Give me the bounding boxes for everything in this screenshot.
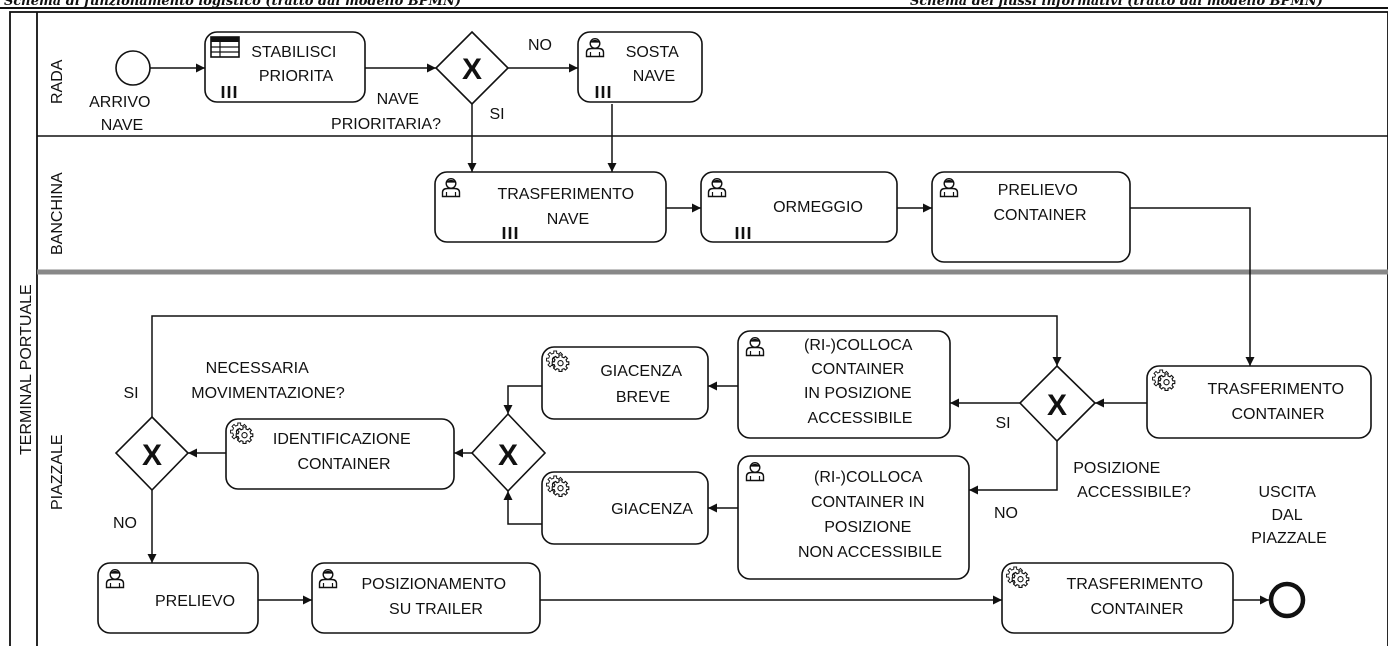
flow-gateway-non-accessibile-no: [969, 441, 1058, 495]
svg-text:TRASFERIMENTO NAVE: TRASFERIMENTO NAVE: [497, 186, 638, 228]
task-posizionamento-trailer: POSIZIONAMENTO SU TRAILER: [311, 562, 541, 634]
start-event: [115, 50, 151, 86]
user-icon: [744, 335, 766, 357]
flow-label-si: SI: [123, 385, 138, 402]
task-identificazione-container: IDENTIFICAZIONE CONTAINER: [225, 418, 455, 490]
flow-label-no: NO: [113, 515, 137, 532]
task-giacenza-breve: GIACENZA BREVE: [541, 346, 709, 420]
header-fragment-left: Schema di funzionamento logistico (tratt…: [4, 0, 461, 9]
gateway-x-icon: X: [462, 53, 482, 86]
user-icon: [706, 176, 728, 198]
lane-label-piazzale: PIAZZALE: [49, 434, 66, 510]
svg-text:TRASFERIMENTO CONTAINER: TRASFERIMENTO CONTAINER: [1066, 576, 1207, 618]
lane-label-banchina: BANCHINA: [49, 172, 66, 255]
svg-text:PRELIEVO CONTAINER: PRELIEVO CONTAINER: [993, 182, 1086, 224]
user-icon: [104, 567, 126, 589]
task-trasferimento-container: TRASFERIMENTO CONTAINER: [1146, 365, 1372, 439]
end-event-label: USCITA DAL PIAZZALE: [1251, 484, 1327, 547]
user-icon: [744, 460, 766, 482]
svg-text:GIACENZA: GIACENZA: [611, 501, 693, 518]
gateway-x-icon: X: [498, 439, 518, 472]
svg-text:(RI-)COLLOCA CONTAINER: (RI-)COLLOCA CONTAINER IN POSIZIONE ACCE…: [804, 337, 916, 427]
svg-text:TRASFERIMENTO CONTAINER: TRASFERIMENTO CONTAINER: [1207, 381, 1348, 423]
task-colloca-accessibile: (RI-)COLLOCA CONTAINER IN POSIZIONE ACCE…: [737, 330, 951, 439]
gateway-merge-giacenza: X: [470, 412, 547, 493]
task-prelievo: PRELIEVO: [97, 562, 259, 634]
gateway-necessaria-movimentazione-label: NECESSARIA MOVIMENTAZIONE?: [191, 360, 345, 402]
flow-prelievo-trasferimento-container: [1130, 207, 1255, 366]
flow-label-si: SI: [489, 106, 504, 123]
start-event-label: ARRIVO NAVE: [89, 94, 155, 134]
user-icon: [440, 176, 462, 198]
gateway-necessaria-movimentazione: X: [114, 415, 190, 492]
flow-giacenza-breve-merge: [503, 385, 542, 414]
end-event: [1268, 581, 1306, 619]
pool-label: TERMINAL PORTUALE: [18, 284, 35, 455]
svg-text:PRELIEVO: PRELIEVO: [155, 593, 235, 610]
lane-label-rada: RADA: [49, 59, 66, 104]
task-trasferimento-nave: TRASFERIMENTO NAVE: [434, 171, 667, 243]
user-icon: [584, 36, 606, 58]
gateway-nave-prioritaria: X: [434, 30, 510, 106]
user-icon: [938, 176, 960, 198]
task-colloca-non-accessibile: (RI-)COLLOCA CONTAINER IN POSIZIONE NON …: [737, 455, 970, 580]
task-prelievo-container: PRELIEVO CONTAINER: [931, 171, 1131, 263]
task-sosta-nave: SOSTA NAVE: [577, 31, 703, 103]
gateway-posizione-accessibile: X: [1018, 364, 1097, 443]
svg-text:GIACENZA BREVE: GIACENZA BREVE: [600, 363, 685, 406]
svg-text:ORMEGGIO: ORMEGGIO: [773, 199, 863, 216]
flow-giacenza-merge: [503, 491, 542, 525]
svg-text:STABILISCI PRIORITA: STABILISCI PRIORITA: [251, 44, 341, 85]
gateway-posizione-accessibile-label: POSIZIONE ACCESSIBILE?: [1073, 460, 1191, 501]
gateway-nave-prioritaria-label: NAVE PRIORITARIA?: [331, 91, 441, 133]
svg-text:SOSTA NAVE: SOSTA NAVE: [626, 44, 683, 85]
flow-label-si: SI: [995, 415, 1010, 432]
svg-text:(RI-)COLLOCA CONTAINER I: (RI-)COLLOCA CONTAINER IN POSIZIONE NON …: [798, 469, 942, 561]
header-fragment-right: Schema dei flussi informativi (tratto da…: [910, 0, 1323, 9]
flow-label-no: NO: [994, 505, 1018, 522]
flow-movimentazione-si-loop: [151, 315, 1062, 417]
svg-text:IDENTIFICAZIONE CONTAINE: IDENTIFICAZIONE CONTAINER: [273, 431, 415, 473]
gateway-x-icon: X: [142, 439, 162, 472]
user-icon: [317, 567, 339, 589]
gateway-x-icon: X: [1047, 389, 1067, 422]
table-icon: [210, 36, 240, 58]
svg-text:POSIZIONAMENTO SU TRAILE: POSIZIONAMENTO SU TRAILER: [361, 576, 510, 618]
pool-frame: [9, 11, 1388, 646]
task-trasferimento-container-final: TRASFERIMENTO CONTAINER: [1001, 562, 1234, 634]
flow-label-no: NO: [528, 37, 552, 54]
task-ormeggio: ORMEGGIO: [700, 171, 898, 243]
task-stabilisci-priorita: STABILISCI PRIORITA: [204, 31, 366, 103]
task-giacenza: GIACENZA: [541, 471, 709, 545]
sequence-flows: [147, 63, 1269, 605]
